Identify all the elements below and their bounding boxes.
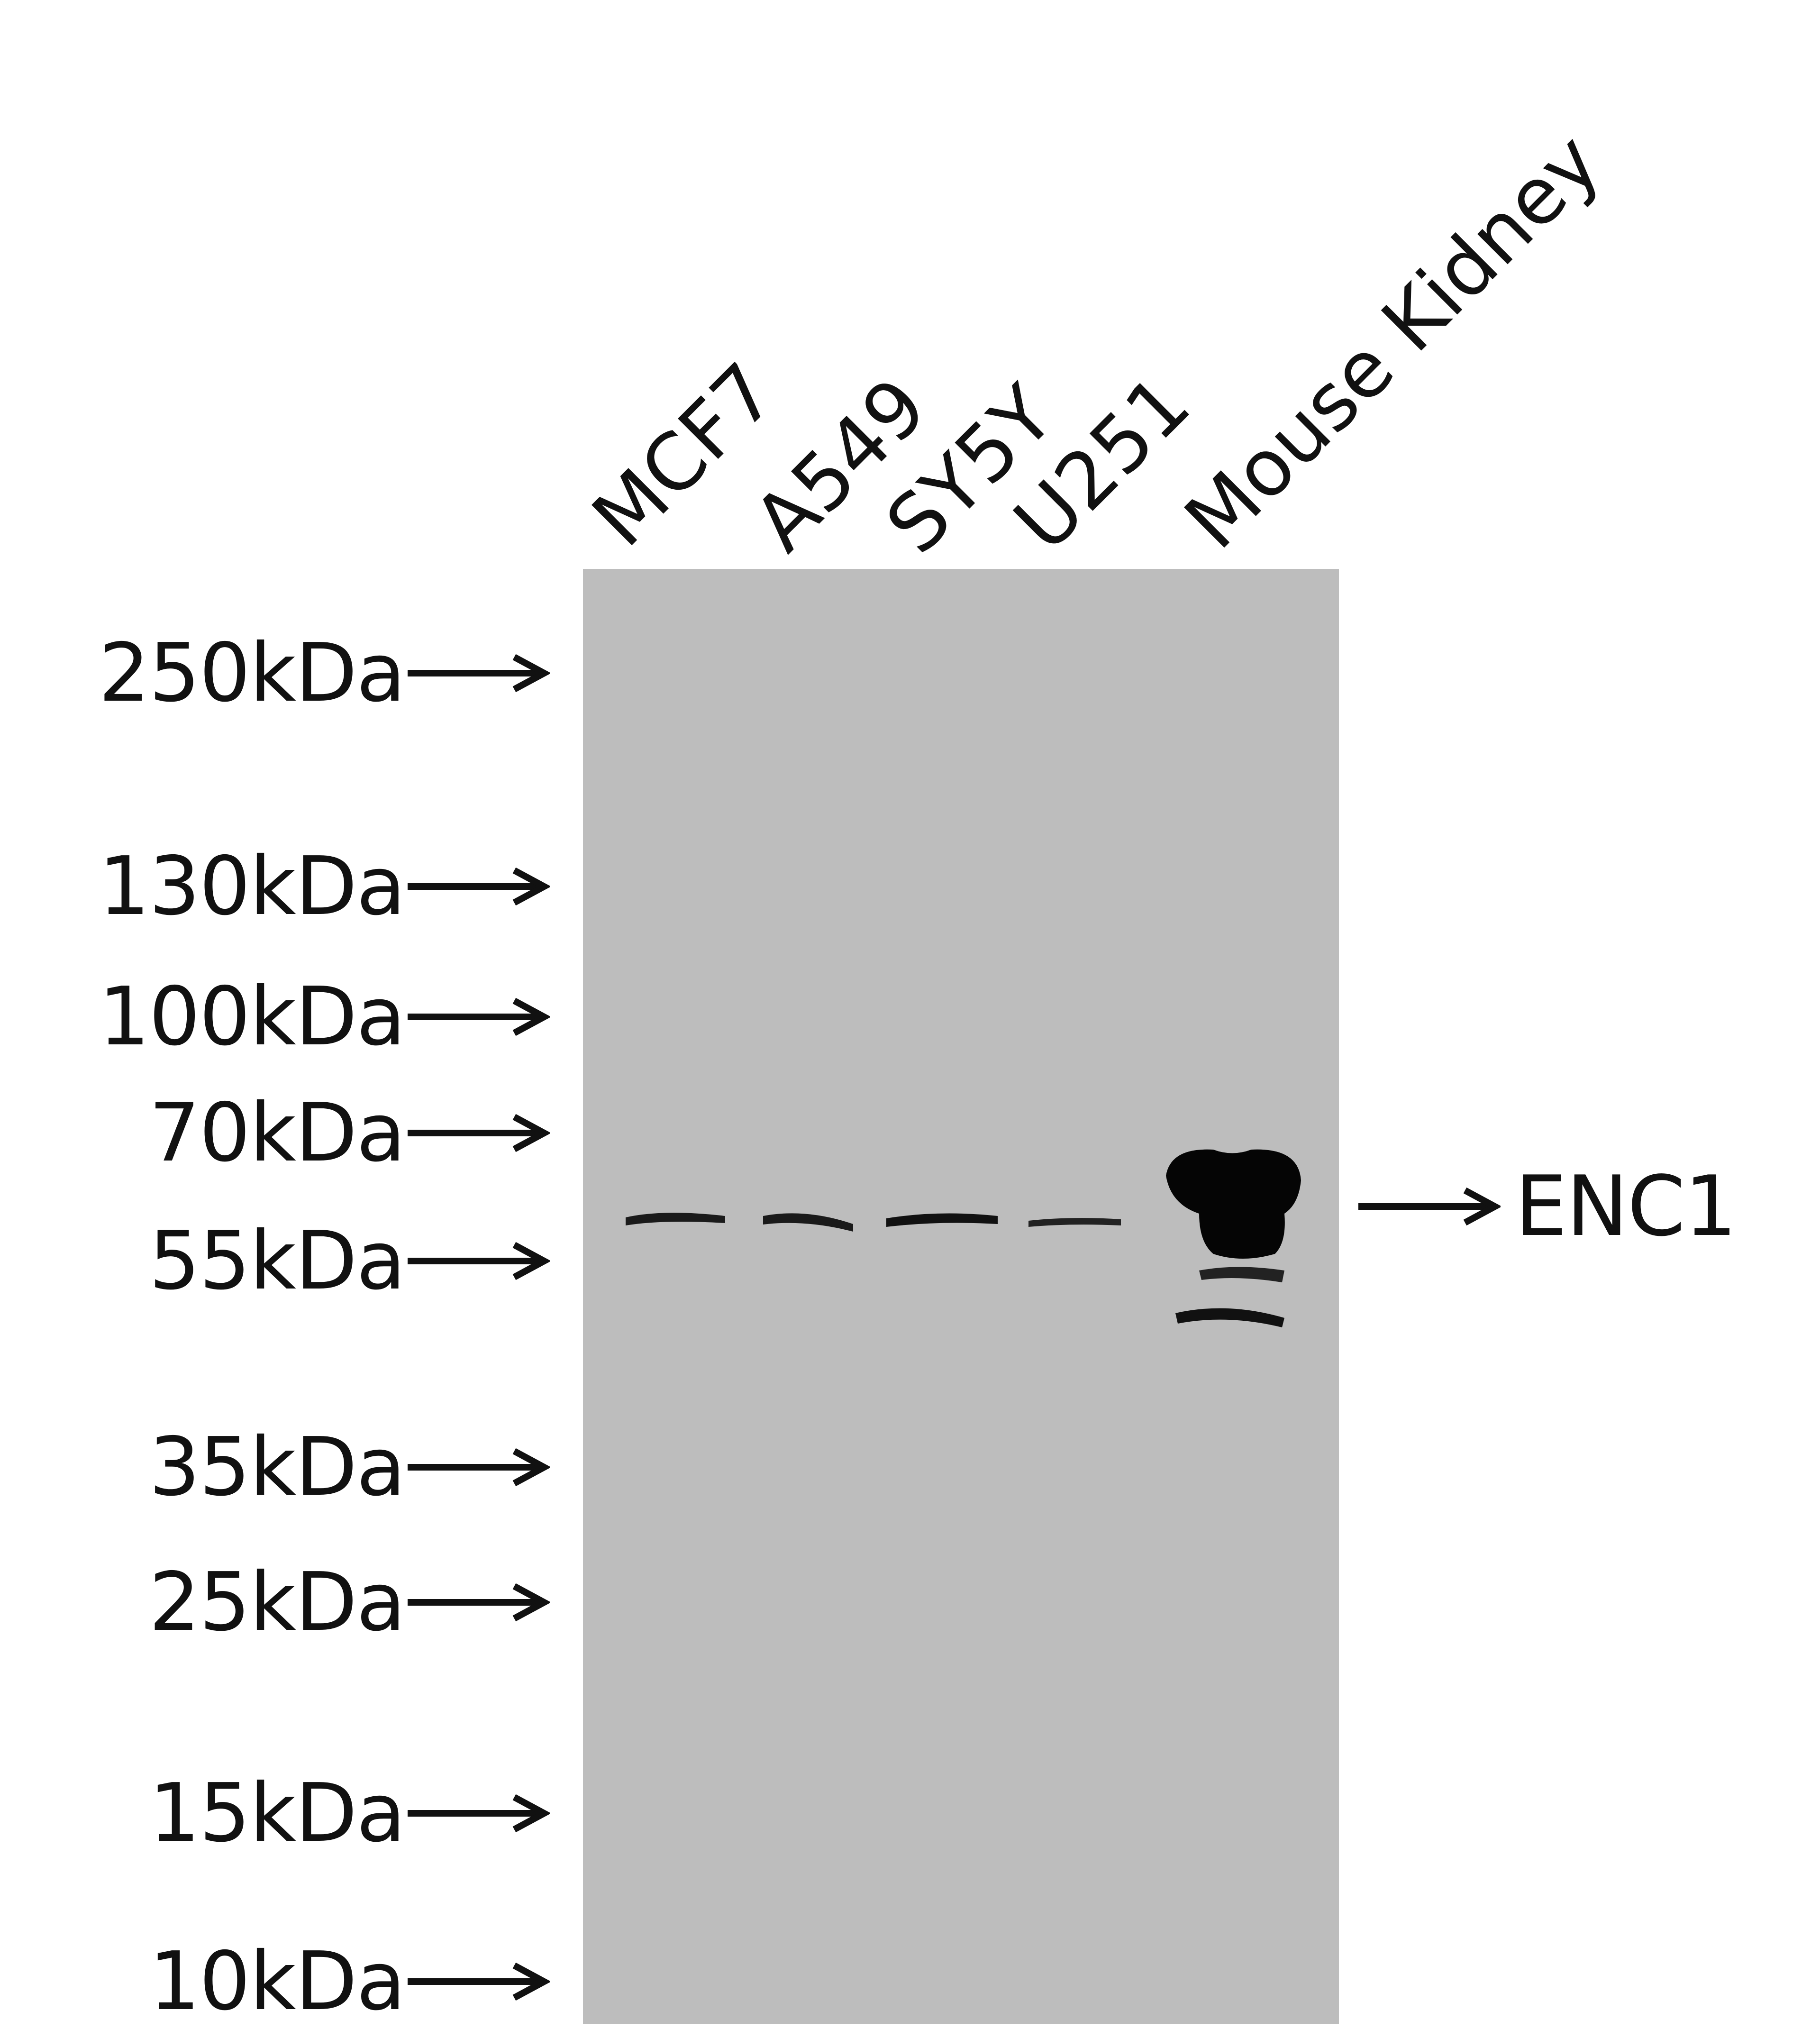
marker-label: 250kDa xyxy=(98,626,406,720)
marker-label: 100kDa xyxy=(98,970,406,1064)
right-arrow-icon xyxy=(408,998,550,1036)
marker-55kda: 55kDa xyxy=(149,1214,550,1308)
marker-250kda: 250kDa xyxy=(99,626,550,721)
right-arrow-icon xyxy=(408,868,550,905)
marker-label: 25kDa xyxy=(149,1555,406,1649)
right-arrow-icon xyxy=(408,1114,550,1152)
marker-130kda: 130kDa xyxy=(99,839,550,934)
right-arrow-icon xyxy=(1358,1188,1501,1225)
lane-label-mouse-kidney: Mouse Kidney xyxy=(1167,116,1618,567)
right-arrow-icon xyxy=(408,654,550,692)
marker-label: 55kDa xyxy=(149,1214,406,1308)
marker-label: 130kDa xyxy=(98,840,406,933)
target-name: ENC1 xyxy=(1515,1158,1737,1255)
marker-100kda: 100kDa xyxy=(99,969,550,1064)
marker-label: 35kDa xyxy=(149,1420,406,1514)
marker-10kda: 10kDa xyxy=(149,1934,550,2029)
lane-label-mcf7: MCF7 xyxy=(575,346,793,564)
right-arrow-icon xyxy=(408,1794,550,1832)
marker-35kda: 35kDa xyxy=(149,1420,550,1515)
marker-label: 15kDa xyxy=(149,1766,406,1860)
right-arrow-icon xyxy=(408,1583,550,1621)
marker-70kda: 70kDa xyxy=(149,1086,550,1180)
western-blot-membrane xyxy=(583,569,1339,2024)
marker-15kda: 15kDa xyxy=(149,1766,550,1861)
marker-label: 10kDa xyxy=(149,1935,406,2029)
right-arrow-icon xyxy=(408,1242,550,1280)
marker-25kda: 25kDa xyxy=(149,1555,550,1650)
right-arrow-icon xyxy=(408,1963,550,2001)
target-label-enc1: ENC1 xyxy=(1356,1158,1737,1255)
marker-label: 70kDa xyxy=(149,1086,406,1180)
right-arrow-icon xyxy=(408,1448,550,1486)
